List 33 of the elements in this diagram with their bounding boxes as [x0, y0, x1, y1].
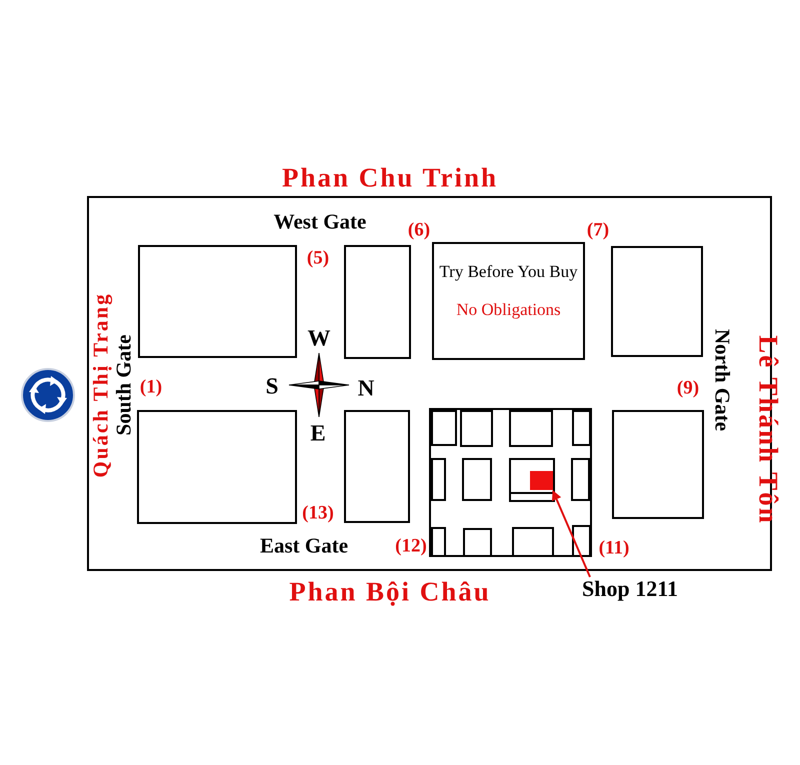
entrance-number: (5) — [306, 248, 330, 268]
street-name: Lê Thánh Tôn — [754, 335, 782, 525]
entrance-number: (12) — [395, 536, 427, 556]
shop-stall — [530, 471, 554, 490]
compass-letter: E — [310, 422, 326, 444]
building-block — [137, 410, 297, 524]
building-block — [432, 242, 585, 360]
entrance-number: (9) — [676, 378, 700, 398]
street-name: Phan Chu Trinh — [282, 164, 498, 192]
street-name: Quách Thị Trang — [90, 292, 112, 478]
compass-letter: W — [308, 326, 330, 350]
building-block — [344, 410, 410, 523]
gate-label: West Gate — [274, 212, 366, 232]
building-block — [612, 410, 704, 519]
shop-label: Shop 1211 — [582, 578, 678, 600]
leader-arrow — [552, 490, 591, 578]
gate-label: East Gate — [260, 536, 348, 556]
entrance-number: (7) — [586, 220, 610, 240]
building-block — [344, 245, 411, 359]
entrance-number: (11) — [598, 538, 630, 558]
building-block — [138, 245, 297, 358]
entrance-number: (13) — [302, 504, 334, 522]
market-hall — [429, 408, 592, 557]
building-block — [611, 246, 703, 357]
gate-label: South Gate — [114, 334, 134, 436]
promo-note: No Obligations — [456, 300, 561, 320]
compass-letter: N — [358, 376, 374, 400]
entrance-number: (6) — [408, 220, 430, 240]
entrance-number: (1) — [140, 378, 162, 396]
promo-heading: Try Before You Buy — [439, 262, 578, 282]
compass-letter: S — [266, 374, 278, 398]
street-name: Phan Bội Châu — [289, 578, 491, 606]
gate-label: North Gate — [712, 328, 732, 432]
